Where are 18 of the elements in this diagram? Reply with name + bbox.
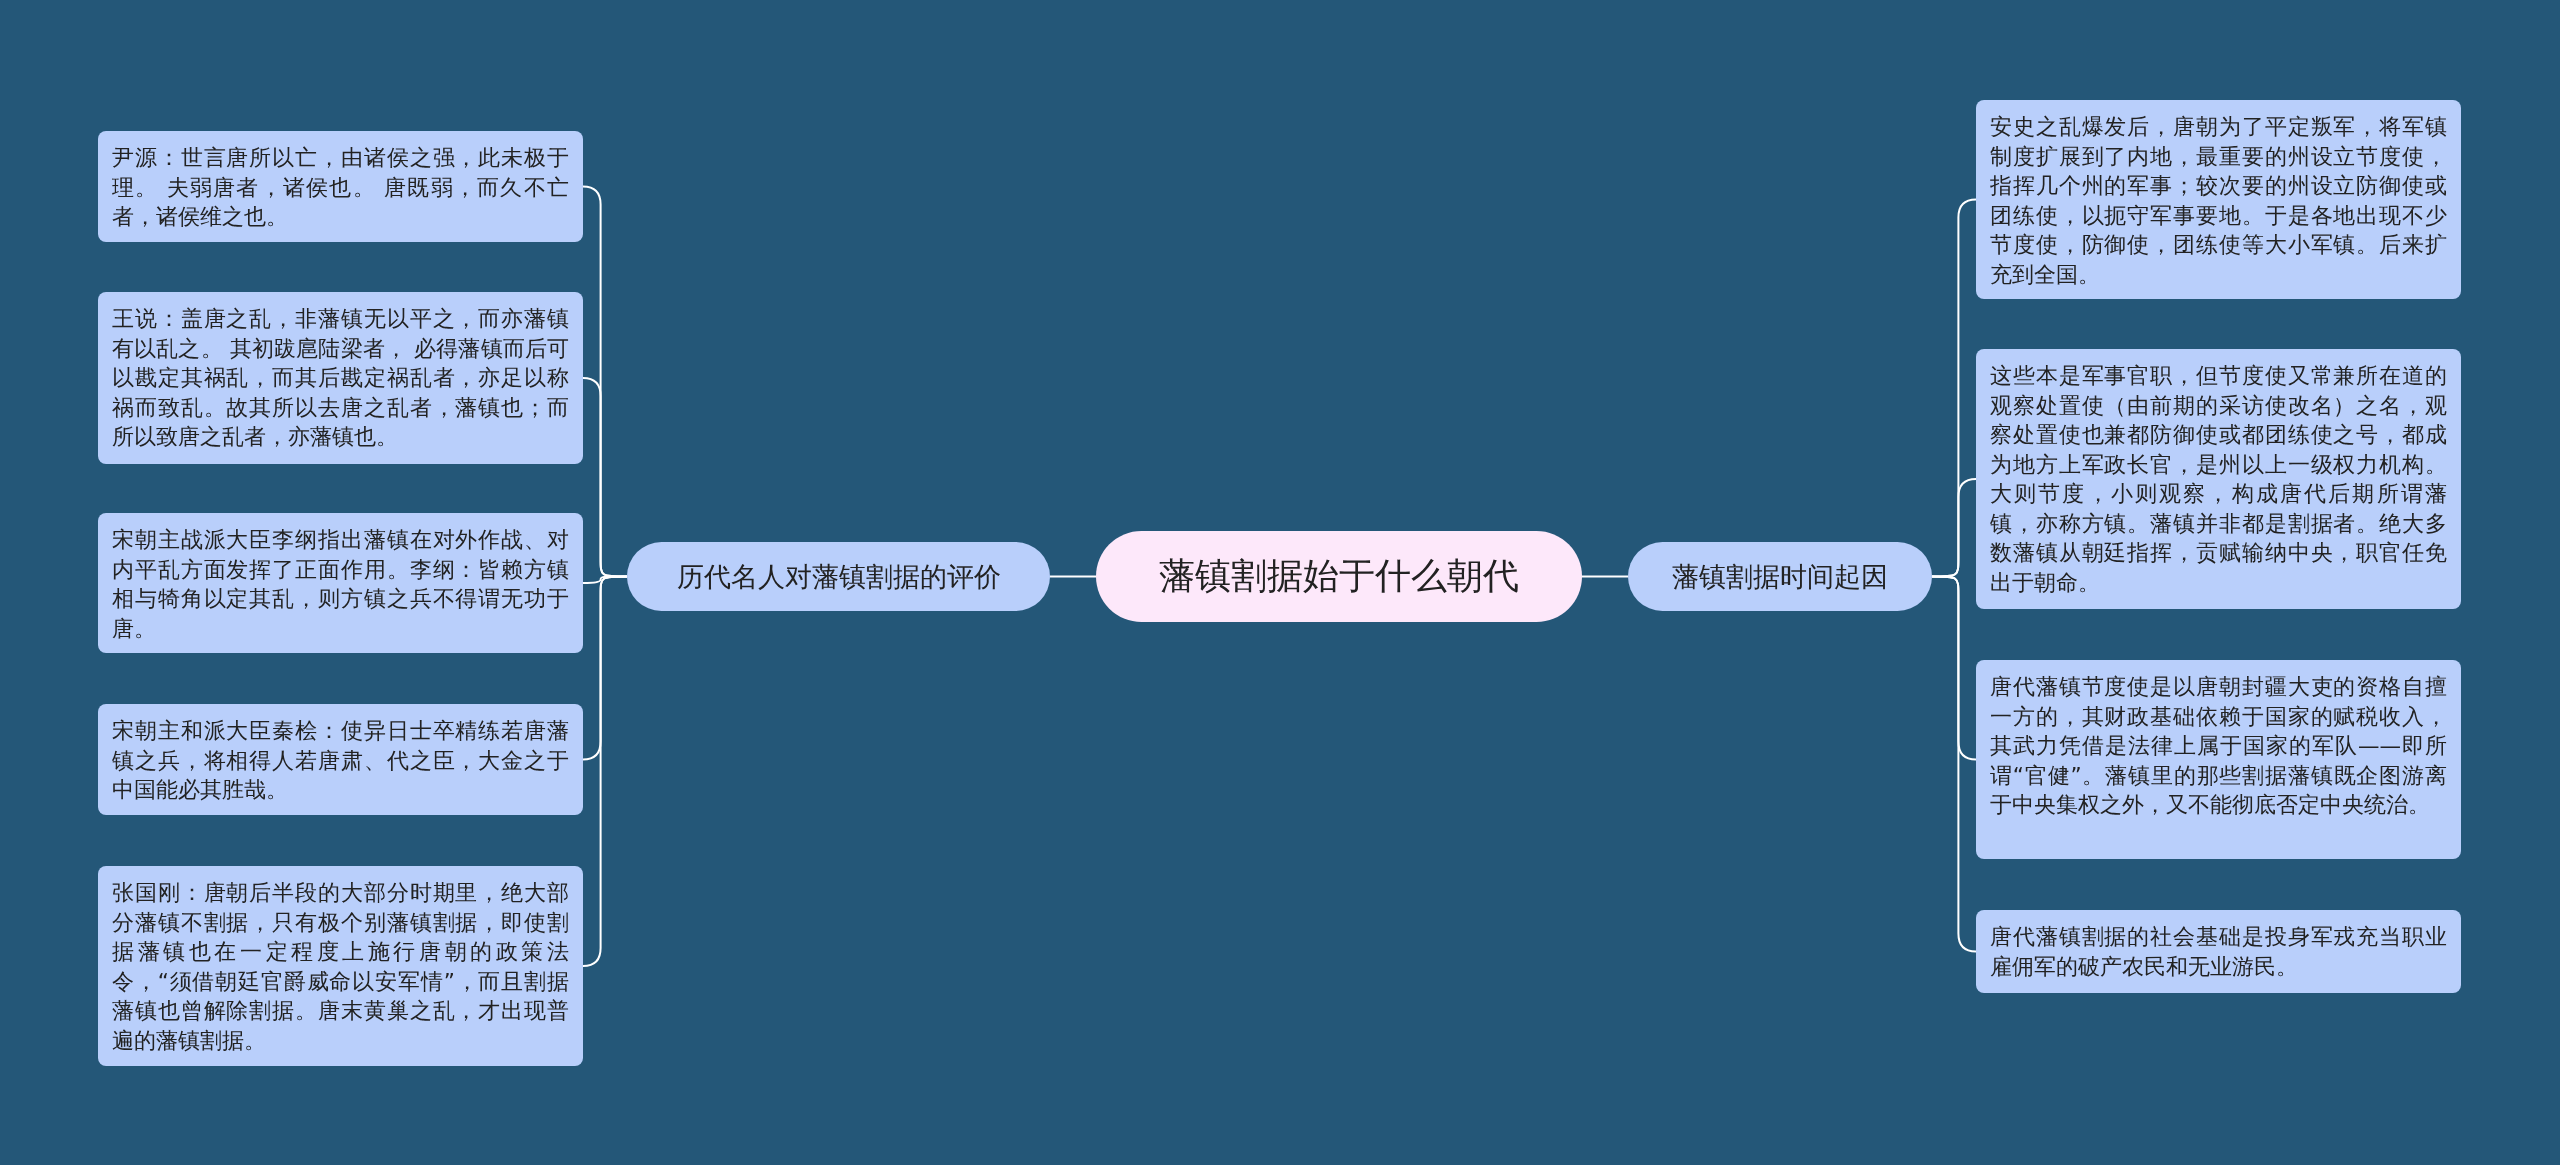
topic-box: 历代名人对藩镇割据的评价 <box>627 542 1050 611</box>
connector-line <box>1931 575 1977 953</box>
connector-line <box>582 377 628 578</box>
note-box: 宋朝主和派大臣秦桧：使异日士卒精练若唐藩镇之兵，将相得人若唐肃、代之臣，大金之于中国能必其胜哉。 <box>98 704 583 815</box>
connector-line <box>1581 575 1629 578</box>
note-box: 唐代藩镇割据的社会基础是投身军戎充当职业雇佣军的破产农民和无业游民。 <box>1976 910 2461 993</box>
topic-box: 藩镇割据时间起因 <box>1628 542 1932 611</box>
note-box: 宋朝主战派大臣李纲指出藩镇在对外作战、对内平乱方面发挥了正面作用。李纲：皆赖方镇相与犄角以定其乱，则方镇之兵不得谓无功于唐。 <box>98 513 583 653</box>
note-box: 唐代藩镇节度使是以唐朝封疆大吏的资格自擅一方的，其财政基础依赖于国家的赋税收入，其武力凭借是法律上属于国家的军队——即所谓“官健”。藩镇里的那些割据藩镇既企图游离于中央集权之外，又不能彻底否定中央统治。 <box>1976 660 2461 859</box>
central-topic: 藩镇割据始于什么朝代 <box>1096 531 1582 622</box>
note-box: 安史之乱爆发后，唐朝为了平定叛军，将军镇制度扩展到了内地，最重要的州设立节度使，指挥几个州的军事；较次要的州设立防御使或团练使，以扼守军事要地。于是各地出现不少节度使，防御使，团练使等大小军镇。后来扩充到全国。 <box>1976 100 2461 299</box>
note-box: 王说：盖唐之乱，非藩镇无以平之，而亦藩镇有以乱之。 其初跋扈陆梁者， 必得藩镇而后可以戡定其祸乱，而其后戡定祸乱者，亦足以称祸而致乱。故其所以去唐之乱者，藩镇也；而所以致唐之乱者，亦藩镇也。 <box>98 292 583 464</box>
note-box: 张国刚：唐朝后半段的大部分时期里，绝大部分藩镇不割据，只有极个别藩镇割据，即使割据藩镇也在一定程度上施行唐朝的政策法令，“须借朝廷官爵威命以安军情”，而且割据藩镇也曾解除割据。唐末黄巢之乱，才出现普遍的藩镇割据。 <box>98 866 583 1066</box>
connector-line <box>1931 478 1977 578</box>
note-box: 尹源：世言唐所以亡，由诸侯之强，此未极于理。 夫弱唐者，诸侯也。 唐既弱，而久不亡者，诸侯维之也。 <box>98 131 583 242</box>
connector-line <box>582 575 628 967</box>
connector-line <box>1049 575 1097 578</box>
note-box: 这些本是军事官职，但节度使又常兼所在道的观察处置使（由前期的采访使改名）之名，观察处置使也兼都防御使或都团练使之号，都成为地方上军政长官，是州以上一级权力机构。大则节度，小则观察，构成唐代后期所谓藩镇，亦称方镇。藩镇并非都是割据者。绝大多数藩镇从朝廷指挥，贡赋输纳中央，职官任免出于朝命。 <box>1976 349 2461 609</box>
